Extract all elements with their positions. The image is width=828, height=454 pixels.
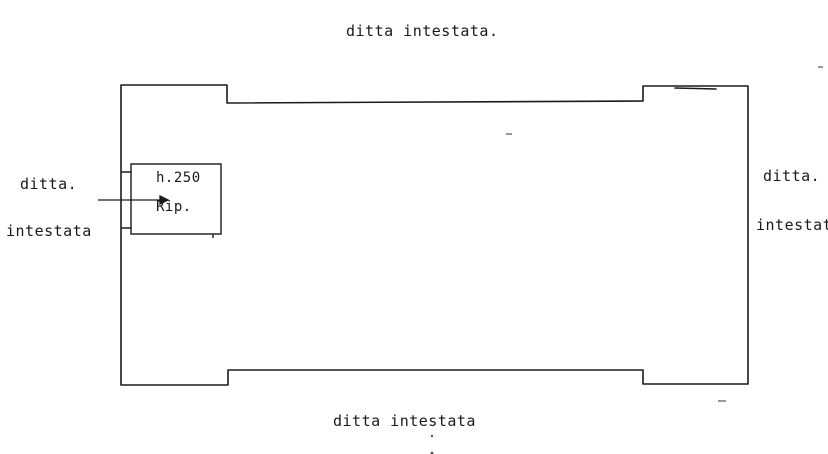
box-rip-label: Rip. xyxy=(156,199,192,215)
stray-marks xyxy=(430,66,823,454)
entry-arrow-icon xyxy=(98,194,170,206)
corner-mark xyxy=(674,87,717,90)
label-right-ditta: ditta. xyxy=(763,167,821,185)
label-bottom-ditta-intestata: ditta intestata xyxy=(333,412,476,430)
label-left-intestata: intestata xyxy=(6,222,92,240)
label-left-ditta: ditta. xyxy=(20,175,78,193)
box-height-label: h.250 xyxy=(156,170,201,186)
label-top-ditta-intestata: ditta intestata. xyxy=(346,22,499,40)
plan-outline xyxy=(120,84,749,386)
label-right-intestata: intestat xyxy=(756,216,828,234)
small-box-shape xyxy=(121,163,222,238)
